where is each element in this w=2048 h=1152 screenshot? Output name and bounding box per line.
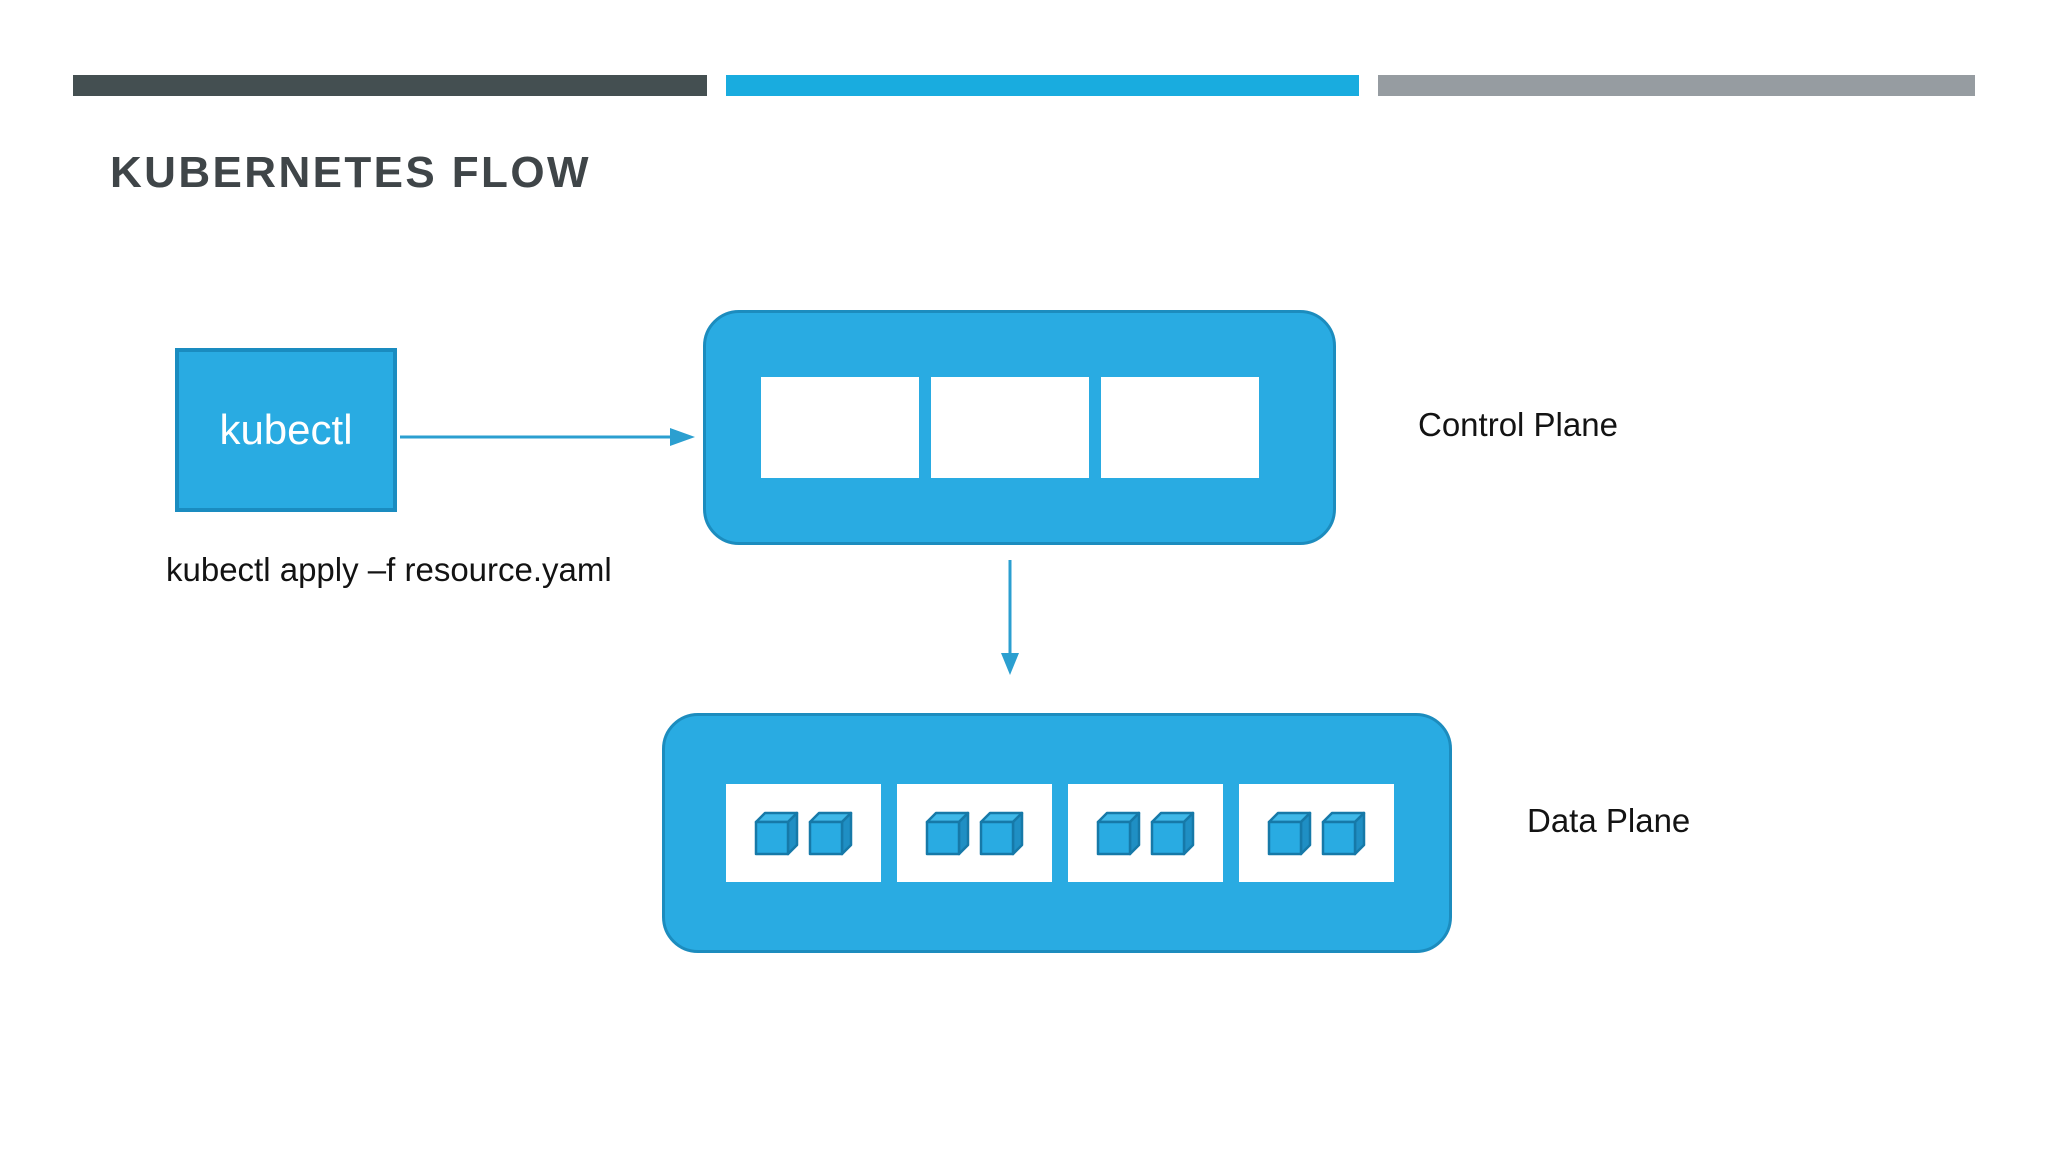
- arrow-down-icon: [1001, 560, 1019, 675]
- pod-cube-icon: [1267, 811, 1312, 855]
- top-bar-dark: [73, 75, 707, 96]
- control-plane-component: [931, 377, 1089, 478]
- arrow-right-icon: [400, 428, 695, 446]
- data-plane-box: [662, 713, 1452, 953]
- pod-cube-icon: [979, 811, 1024, 855]
- pod-cube-icon: [1321, 811, 1366, 855]
- data-plane-node: [1068, 784, 1223, 882]
- data-plane-node: [897, 784, 1052, 882]
- pod-cube-icon: [808, 811, 853, 855]
- control-plane-component: [1101, 377, 1259, 478]
- pod-cube-icon: [1096, 811, 1141, 855]
- pod-cube-icon: [754, 811, 799, 855]
- control-plane-label: Control Plane: [1418, 406, 1618, 443]
- top-bar-gray: [1378, 75, 1975, 96]
- data-plane-node: [1239, 784, 1394, 882]
- kubectl-label: kubectl: [219, 406, 353, 453]
- top-bar-blue: [726, 75, 1359, 96]
- data-plane-label: Data Plane: [1527, 802, 1691, 839]
- kubectl-command-caption: kubectl apply –f resource.yaml: [166, 551, 612, 588]
- pod-cube-icon: [1150, 811, 1195, 855]
- control-plane-box: [703, 310, 1336, 545]
- page-title: KUBERNETES FLOW: [110, 148, 591, 197]
- data-plane-node: [726, 784, 881, 882]
- pod-cube-icon: [925, 811, 970, 855]
- kubectl-box: kubectl: [175, 348, 397, 512]
- control-plane-component: [761, 377, 919, 478]
